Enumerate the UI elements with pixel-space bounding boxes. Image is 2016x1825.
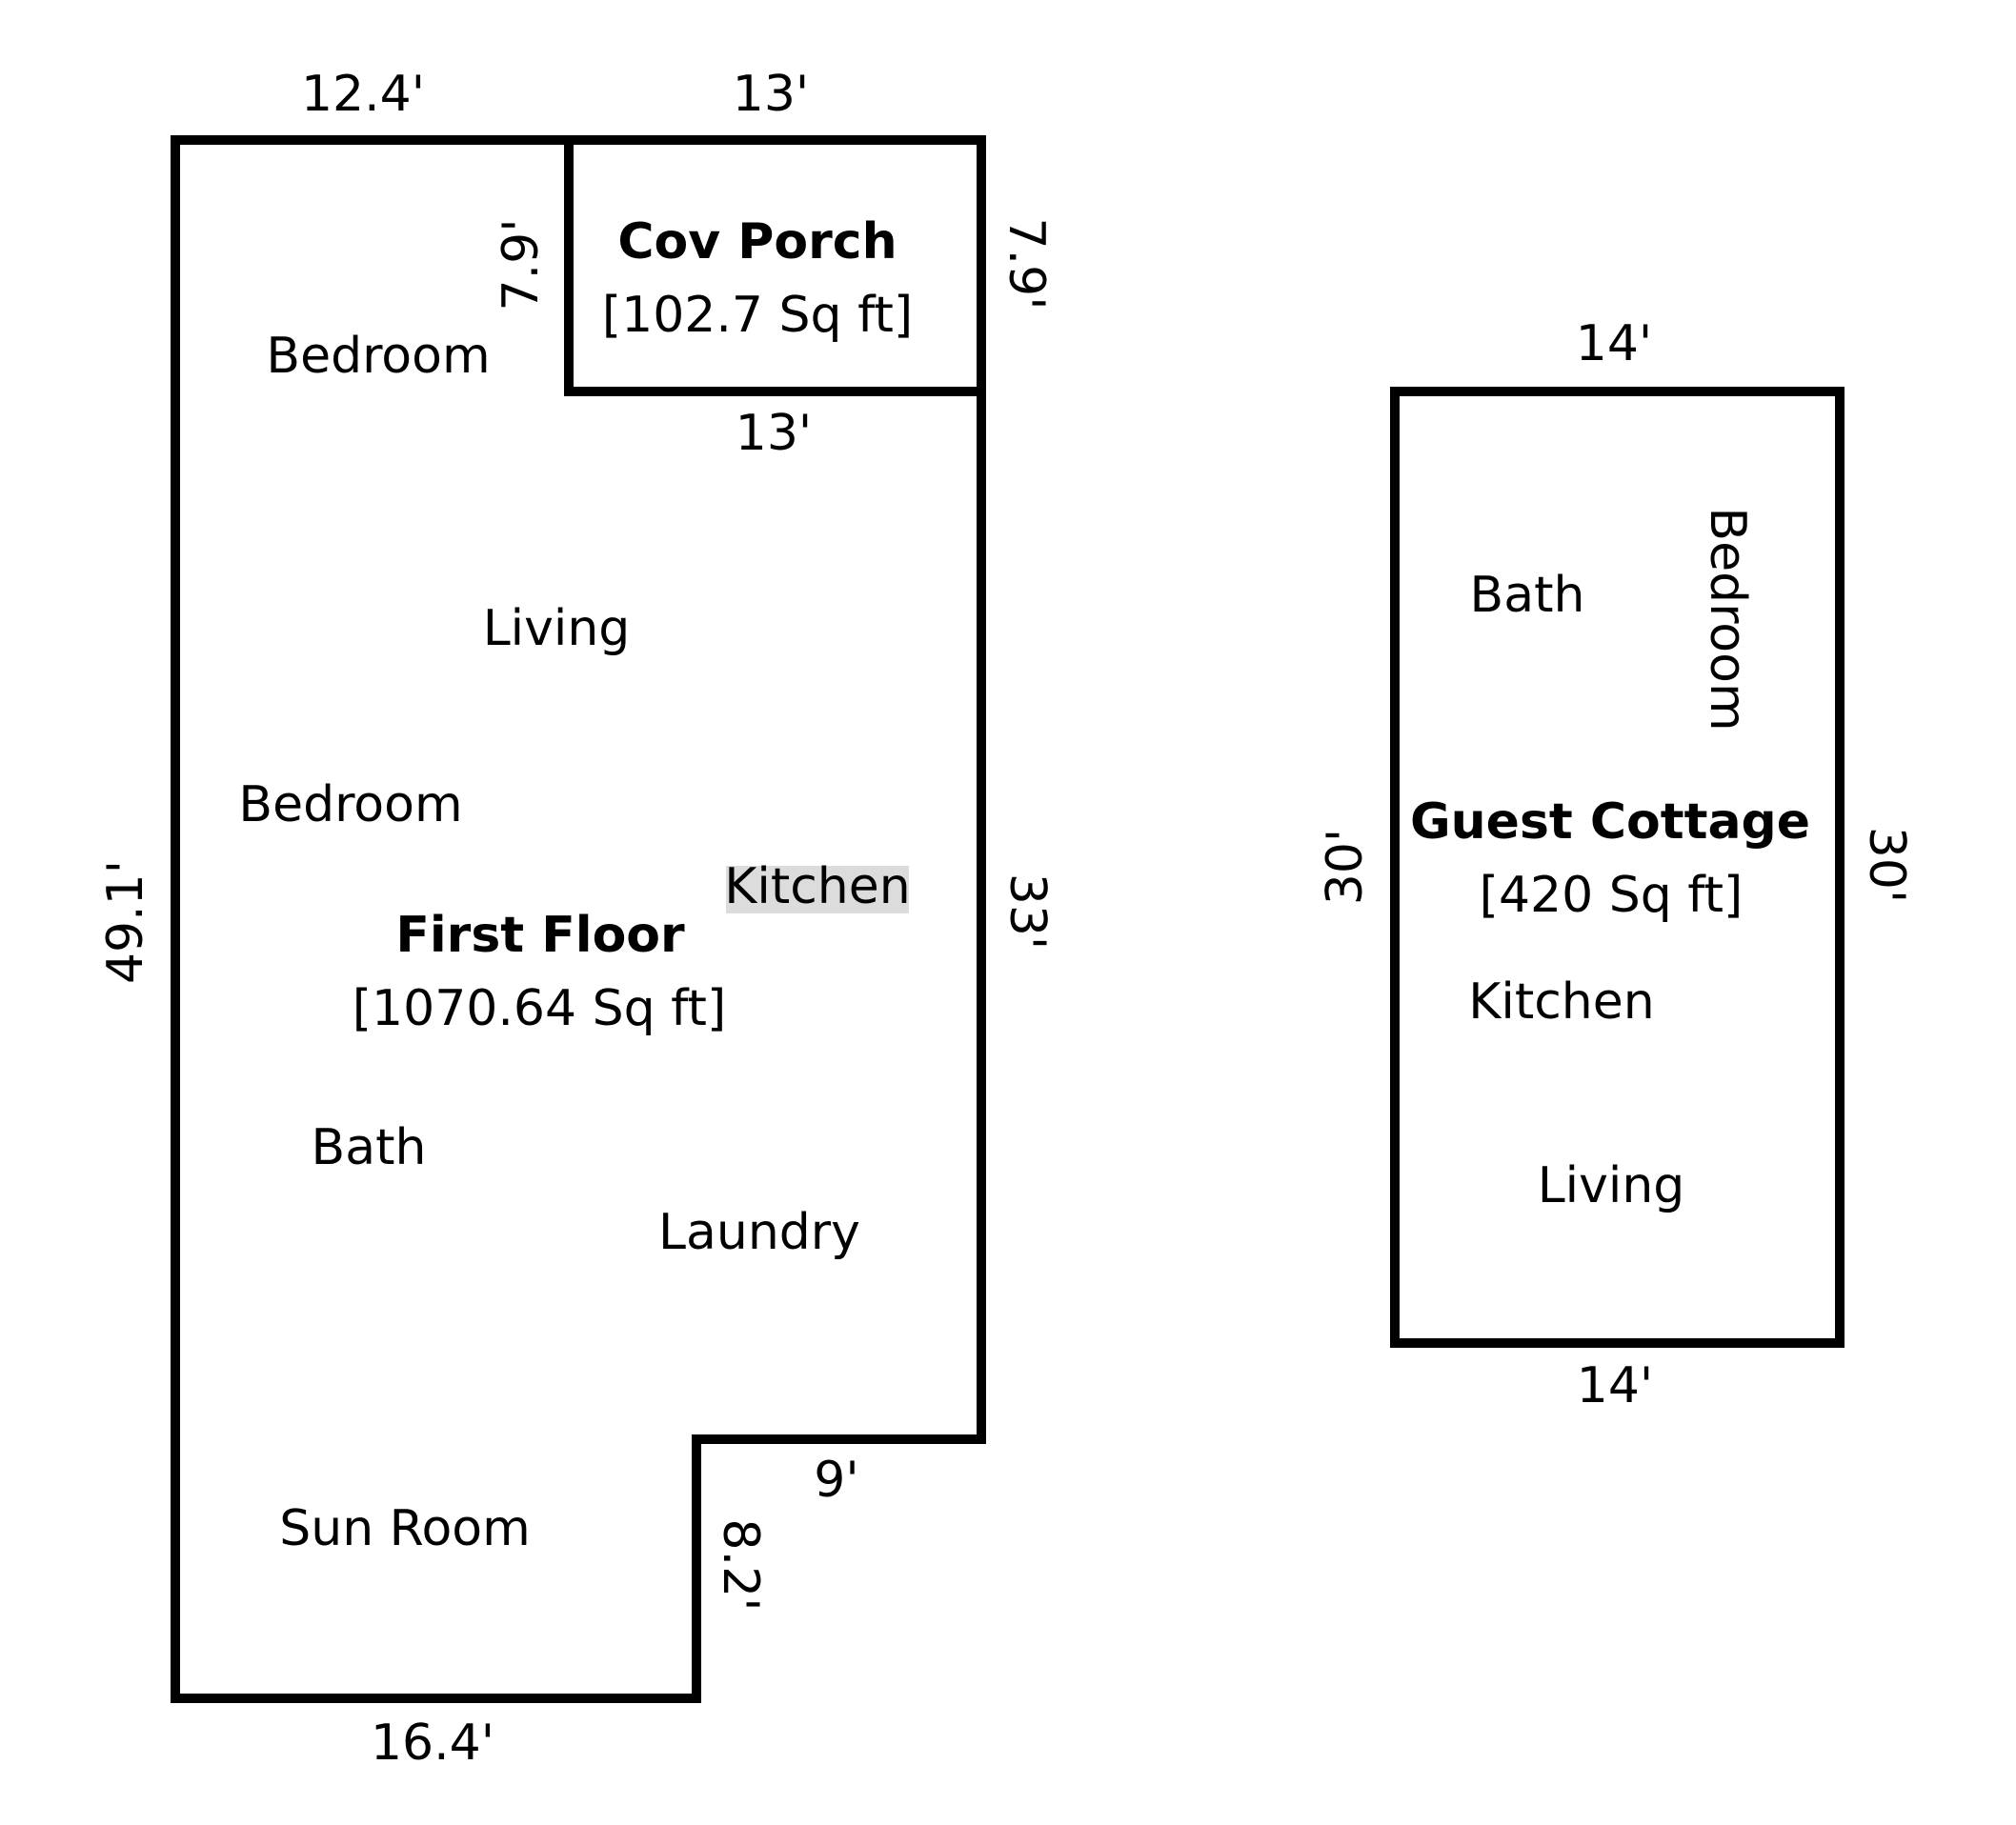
guest-cottage-outline (1390, 387, 1845, 1348)
room-living: Living (482, 600, 631, 657)
dim-bottom: 16.4' (370, 1715, 495, 1772)
porch-dim-top: 13' (732, 66, 810, 123)
cottage-room-kitchen: Kitchen (1468, 973, 1655, 1031)
cottage-dim-bottom: 14' (1576, 1357, 1654, 1414)
room-bedroom-mid: Bedroom (238, 776, 463, 833)
room-kitchen: Kitchen (724, 858, 911, 915)
porch-title: Cov Porch (617, 213, 897, 271)
room-bath: Bath (311, 1119, 427, 1176)
dim-notch-top: 9' (814, 1452, 859, 1509)
dim-right: 33' (998, 872, 1056, 951)
dim-top-left: 12.4' (300, 66, 426, 123)
room-laundry: Laundry (658, 1204, 860, 1261)
first-floor-title: First Floor (395, 907, 685, 964)
kitchen-highlight (726, 866, 909, 913)
room-sun-room: Sun Room (279, 1500, 531, 1557)
first-floor-outline (171, 135, 986, 1703)
cottage-dim-top: 14' (1575, 315, 1653, 372)
porch-outline (564, 140, 981, 396)
dim-left: 49.1' (97, 859, 154, 985)
porch-dim-bottom: 13' (735, 405, 813, 462)
room-bedroom-top: Bedroom (266, 328, 491, 385)
cottage-room-living: Living (1537, 1157, 1685, 1214)
cottage-dim-right: 30' (1858, 826, 1915, 904)
cottage-room-bath: Bath (1469, 567, 1585, 624)
cottage-title: Guest Cottage (1409, 793, 1811, 851)
cottage-area: [420 Sq ft] (1479, 867, 1744, 924)
porch-dim-left: 7.9' (493, 218, 550, 311)
dim-notch-side: 8.2' (712, 1518, 769, 1612)
porch-area: [102.7 Sq ft] (601, 287, 914, 344)
porch-dim-right: 7.9' (998, 217, 1055, 311)
cottage-dim-left: 30' (1317, 828, 1374, 906)
first-floor-area: [1070.64 Sq ft] (352, 980, 727, 1037)
cottage-room-bedroom: Bedroom (1699, 507, 1756, 732)
